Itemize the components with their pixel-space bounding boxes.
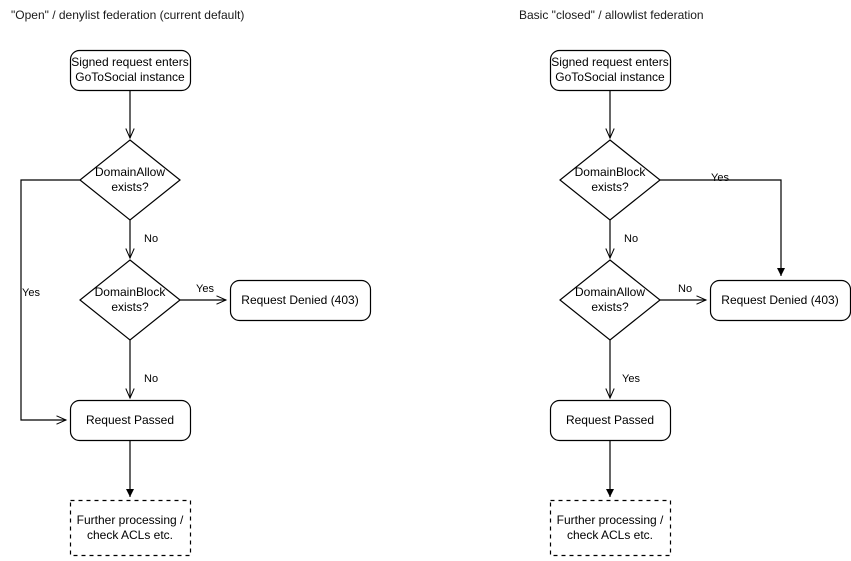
left-decision-domainblock	[79, 259, 181, 341]
left-decision-domainallow	[79, 139, 181, 221]
right-edge-label-allow-no: No	[678, 283, 693, 295]
left-passed-box	[69, 399, 192, 442]
right-decision-domainallow	[559, 259, 661, 341]
right-passed-box	[549, 399, 672, 442]
left-edge-allow-yes	[20, 179, 80, 425]
left-edge-label-allow-yes: Yes	[22, 287, 40, 299]
right-denied-box	[709, 279, 851, 322]
left-edge-label-block-no: No	[144, 373, 159, 385]
right-edge-label-allow-yes: Yes	[622, 373, 640, 385]
left-further-box	[69, 499, 192, 557]
right-edge-block-yes	[660, 179, 785, 276]
right-edge-label-block-no: No	[624, 233, 639, 245]
left-start-box	[69, 49, 192, 92]
right-decision-domainblock	[559, 139, 661, 221]
right-start-box	[549, 49, 672, 92]
right-edge-label-block-yes: Yes	[711, 172, 729, 184]
left-denied-box	[229, 279, 372, 322]
right-further-box	[549, 499, 672, 557]
panel-title-open-denylist: "Open" / denylist federation (current de…	[11, 8, 245, 22]
left-edge-label-block-yes: Yes	[196, 283, 214, 295]
left-edge-label-allow-no: No	[144, 233, 159, 245]
panel-title-closed-allowlist: Basic "closed" / allowlist federation	[519, 8, 704, 22]
